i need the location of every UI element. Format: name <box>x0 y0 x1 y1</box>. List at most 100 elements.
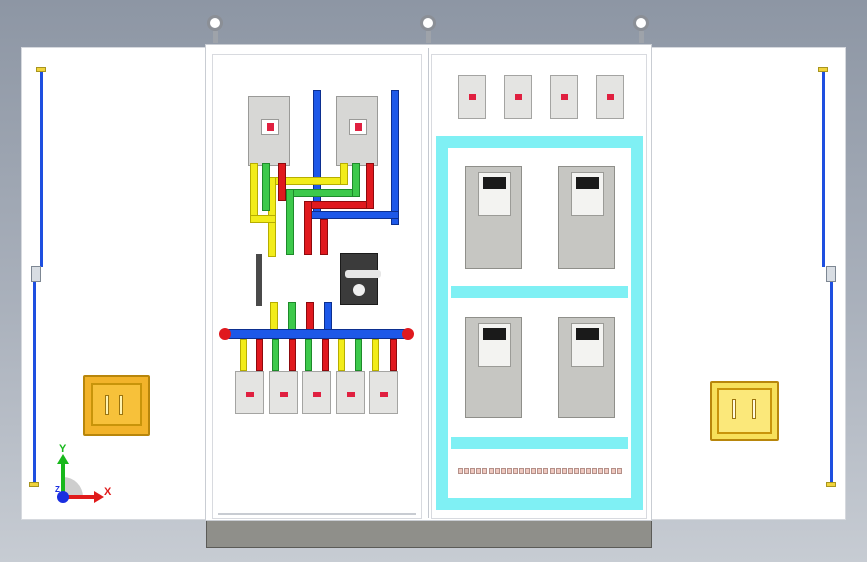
neutral-busbar <box>224 329 410 339</box>
lifting-eye-icon[interactable] <box>633 15 649 31</box>
rod-cap <box>826 482 836 487</box>
control-breaker[interactable] <box>458 75 486 119</box>
hinge-icon[interactable] <box>31 266 41 282</box>
phase-bar-l3 <box>304 201 374 209</box>
feeder-l1 <box>338 339 345 371</box>
terminal-block <box>482 468 488 474</box>
phase-bar-l2 <box>352 163 360 197</box>
mounting-rail <box>631 136 643 510</box>
terminal-block <box>464 468 470 474</box>
door-handle-icon[interactable] <box>710 381 779 441</box>
main-breaker[interactable] <box>248 96 290 166</box>
control-breaker[interactable] <box>504 75 532 119</box>
hinge-rod <box>40 72 43 267</box>
vfd-drive[interactable] <box>558 317 615 418</box>
phase-bar-l2 <box>286 189 360 197</box>
phase-bar-l3 <box>366 163 374 209</box>
terminal-block <box>604 468 610 474</box>
phase-bar-l3 <box>304 201 312 255</box>
vfd-drive[interactable] <box>558 166 615 269</box>
feeder-l3 <box>289 339 296 371</box>
terminal-block <box>531 468 537 474</box>
mounting-rail <box>436 136 448 510</box>
mcb-breaker[interactable] <box>369 371 398 414</box>
feeder-l2 <box>355 339 362 371</box>
isolator-handle[interactable] <box>345 270 381 278</box>
neutral-bar <box>391 90 399 225</box>
terminal-block <box>598 468 604 474</box>
mcb-breaker[interactable] <box>269 371 298 414</box>
lifting-eye-stem <box>639 31 644 43</box>
rod-cap <box>29 482 39 487</box>
control-breaker[interactable] <box>596 75 624 119</box>
busbar-end-cap <box>219 328 231 340</box>
triad-y-label: Y <box>59 443 67 455</box>
bottom-rail <box>218 513 416 515</box>
terminal-block <box>580 468 585 474</box>
terminal-block <box>586 468 592 474</box>
mcb-breaker[interactable] <box>235 371 264 414</box>
phase-bar-l2 <box>286 189 294 255</box>
control-breaker[interactable] <box>550 75 578 119</box>
terminal-block <box>610 468 616 474</box>
feeder-l2 <box>272 339 279 371</box>
panel-divider <box>428 48 429 518</box>
door-handle-icon[interactable] <box>83 375 150 436</box>
terminal-block <box>488 468 494 474</box>
mounting-rail <box>451 286 628 298</box>
mounting-rail <box>451 437 628 449</box>
feeder-l2 <box>305 339 312 371</box>
terminal-block <box>549 468 555 474</box>
busbar-end-cap <box>402 328 414 340</box>
terminal-strip <box>458 467 624 475</box>
hinge-icon[interactable] <box>826 266 836 282</box>
triad-x-label: X <box>104 486 112 498</box>
padlock-icon <box>353 284 365 296</box>
terminal-block <box>525 468 531 474</box>
terminal-block <box>573 468 579 474</box>
terminal-block <box>616 468 622 474</box>
feeder-l1 <box>240 339 247 371</box>
terminal-block <box>476 468 482 474</box>
lifting-eye-icon[interactable] <box>420 15 436 31</box>
hinge-rod <box>822 72 825 267</box>
feeder-l3 <box>256 339 263 371</box>
coordinate-triad-icon: Y X Z <box>50 440 120 510</box>
isolator-switch[interactable] <box>340 253 381 305</box>
terminal-block <box>500 468 506 474</box>
phase-bar-l2 <box>262 163 270 211</box>
lifting-eye-stem <box>426 31 431 43</box>
mounting-rail <box>436 136 643 148</box>
rod-cap <box>36 67 46 72</box>
lifting-eye-stem <box>213 31 218 43</box>
lifting-eye-icon[interactable] <box>207 15 223 31</box>
terminal-block <box>537 468 543 474</box>
mcb-breaker[interactable] <box>336 371 365 414</box>
vfd-drive[interactable] <box>465 317 522 418</box>
terminal-block <box>519 468 524 474</box>
neutral-bar <box>313 90 321 218</box>
terminal-block <box>543 468 549 474</box>
mcb-breaker[interactable] <box>302 371 331 414</box>
terminal-block <box>555 468 561 474</box>
phase-bar-l1 <box>250 163 258 223</box>
neutral-bar <box>324 302 332 330</box>
terminal-block <box>470 468 476 474</box>
rod-cap <box>818 67 828 72</box>
terminal-block <box>561 468 567 474</box>
hinge-rod <box>830 282 833 482</box>
terminal-block <box>592 468 598 474</box>
left-door <box>21 47 206 520</box>
main-breaker[interactable] <box>336 96 378 166</box>
vfd-drive[interactable] <box>465 166 522 269</box>
terminal-block <box>512 468 518 474</box>
phase-bar-l2 <box>288 302 296 330</box>
feeder-l3 <box>390 339 397 371</box>
phase-bar-l1 <box>250 215 276 223</box>
phase-bar-l1 <box>270 302 278 330</box>
din-rail <box>256 254 262 306</box>
cabinet-plinth <box>206 519 652 548</box>
busbar-assembly <box>220 85 420 355</box>
feeder-l1 <box>372 339 379 371</box>
right-door <box>650 47 846 520</box>
